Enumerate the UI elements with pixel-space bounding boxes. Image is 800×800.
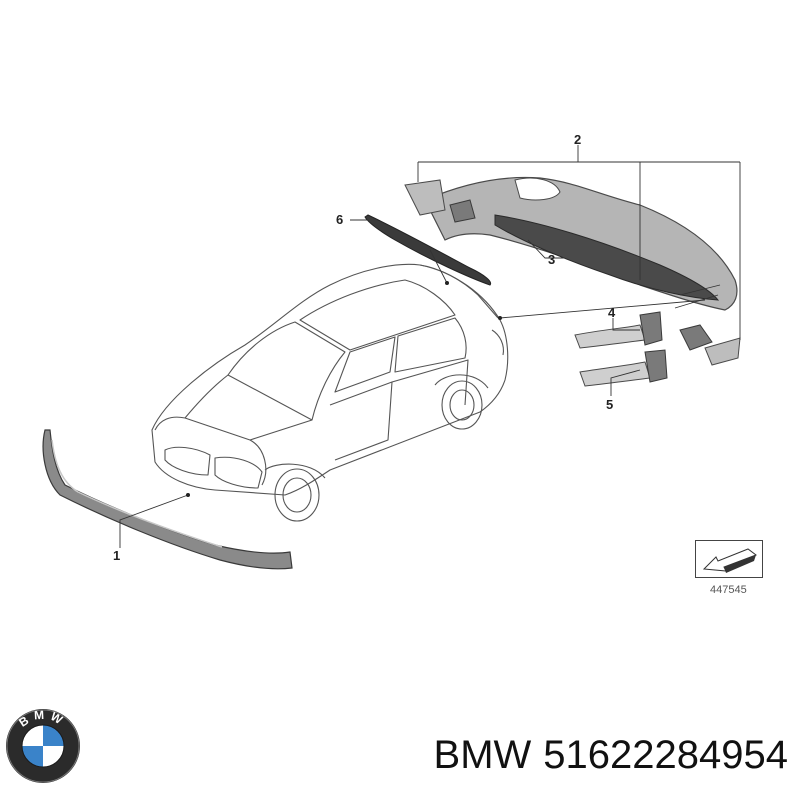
- reference-box: [695, 540, 763, 578]
- callout-6: 6: [336, 212, 344, 227]
- callout-1: 1: [113, 548, 121, 563]
- callout-2: 2: [574, 132, 582, 147]
- rear-spoiler-strip: [364, 214, 492, 286]
- bmw-roundel-icon: BMW: [6, 708, 80, 783]
- callout-3: 3: [548, 252, 556, 267]
- brand-name: BMW: [433, 733, 532, 777]
- part-number: 51622284954: [543, 733, 788, 777]
- callout-4: 4: [608, 305, 616, 320]
- bmw-logo: BMW: [5, 708, 81, 784]
- leader-lines: [119, 145, 741, 548]
- callout-5: 5: [606, 397, 614, 412]
- exhaust-tip-lower: [579, 349, 668, 387]
- car-outline: [151, 263, 509, 522]
- exhaust-tip-upper: [574, 311, 663, 349]
- reference-number: 447545: [710, 584, 747, 596]
- reference-arrow-icon: [702, 548, 758, 573]
- rear-diffuser: [404, 176, 741, 366]
- front-lip-spoiler: [42, 429, 293, 570]
